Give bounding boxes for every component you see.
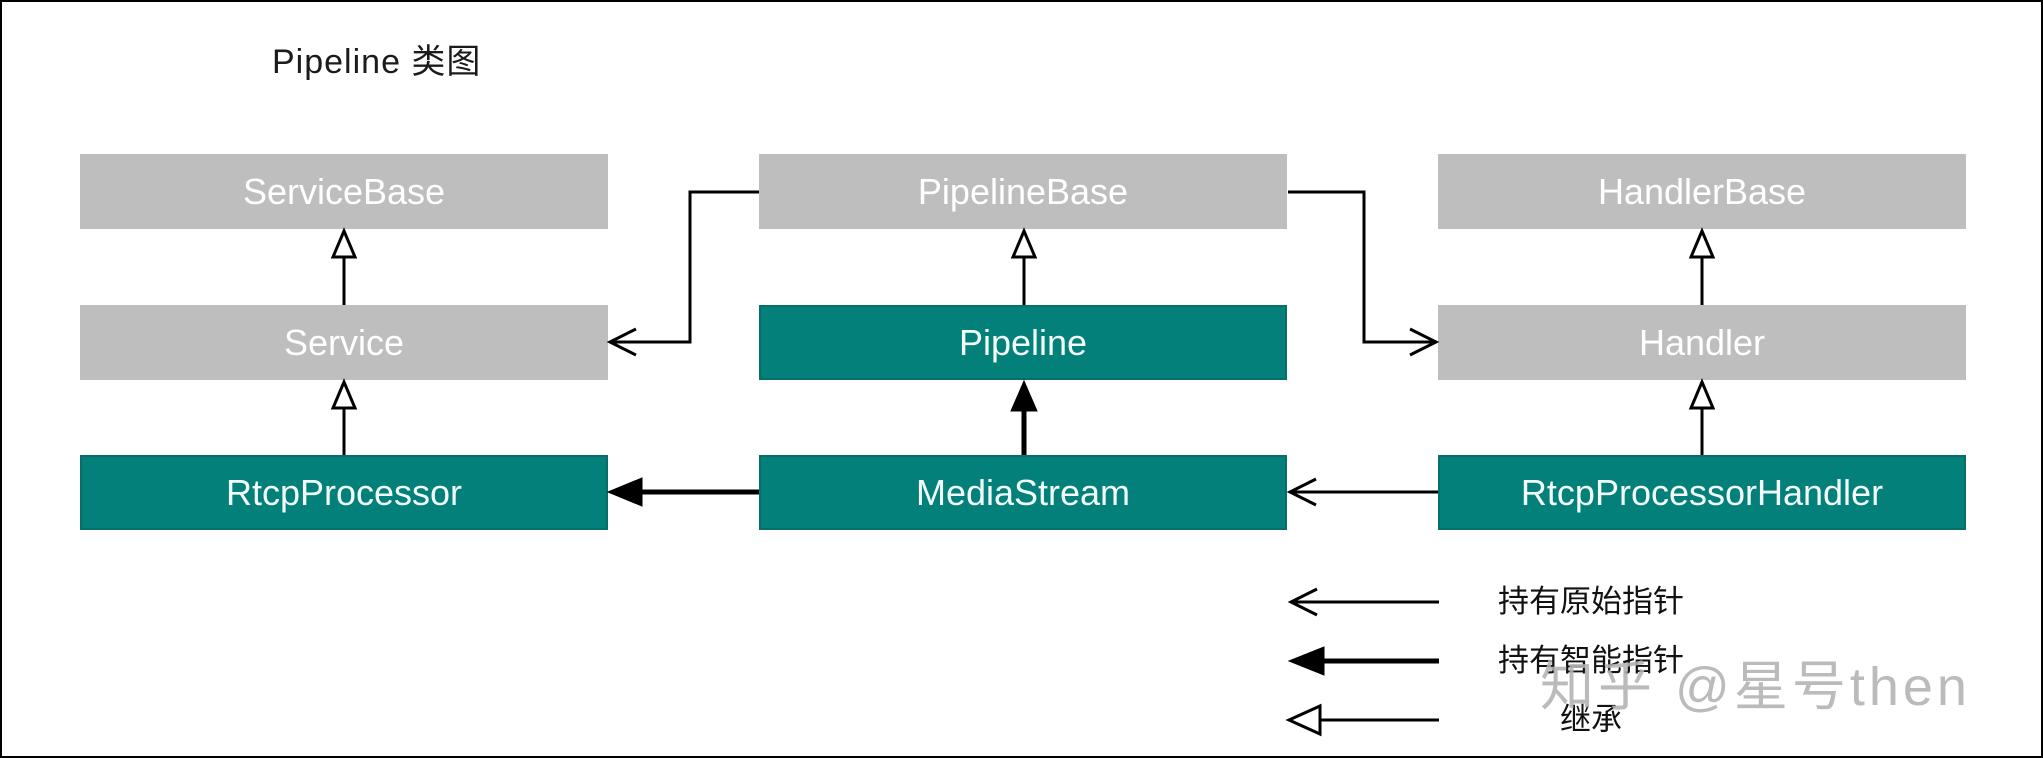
node-servicebase: ServiceBase: [80, 154, 608, 229]
legend-label-raw-pointer: 持有原始指针: [1498, 584, 1684, 619]
raw-pointer-arrow-rtcpprocessorhandler-to-mediastream: [1286, 477, 1438, 507]
node-mediastream: MediaStream: [759, 455, 1287, 530]
legend-raw-pointer-arrow: [1287, 587, 1439, 617]
node-rtcpprocessor: RtcpProcessor: [80, 455, 608, 530]
inheritance-arrow-service-to-servicebase: [330, 227, 358, 305]
legend-inheritance-arrow: [1285, 703, 1439, 737]
inheritance-arrow-rtcpprocessorhandler-to-handler: [1688, 378, 1716, 455]
node-rtcpprocessorhandler: RtcpProcessorHandler: [1438, 455, 1966, 530]
node-handlerbase: HandlerBase: [1438, 154, 1966, 229]
raw-pointer-arrow-pipelinebase-to-handler: [1288, 190, 1440, 357]
watermark-text: 知乎 @星号then: [1540, 657, 1971, 717]
node-pipeline: Pipeline: [759, 305, 1287, 380]
legend-smart-pointer-arrow: [1287, 646, 1439, 676]
legend-label-smart-pointer: 持有智能指针: [1498, 643, 1684, 678]
inheritance-arrow-pipeline-to-pipelinebase: [1010, 227, 1038, 305]
legend-label-inheritance: 继承: [1560, 702, 1622, 737]
smart-pointer-arrow-mediastream-to-pipeline: [1010, 379, 1038, 455]
node-service: Service: [80, 305, 608, 380]
node-pipelinebase: PipelineBase: [759, 154, 1287, 229]
node-handler: Handler: [1438, 305, 1966, 380]
raw-pointer-arrow-pipelinebase-to-service: [606, 190, 759, 357]
inheritance-arrow-rtcpprocessor-to-service: [330, 378, 358, 455]
smart-pointer-arrow-mediastream-to-rtcpprocessor: [606, 477, 759, 507]
inheritance-arrow-handler-to-handlerbase: [1688, 227, 1716, 305]
page-title: Pipeline 类图: [272, 43, 482, 81]
